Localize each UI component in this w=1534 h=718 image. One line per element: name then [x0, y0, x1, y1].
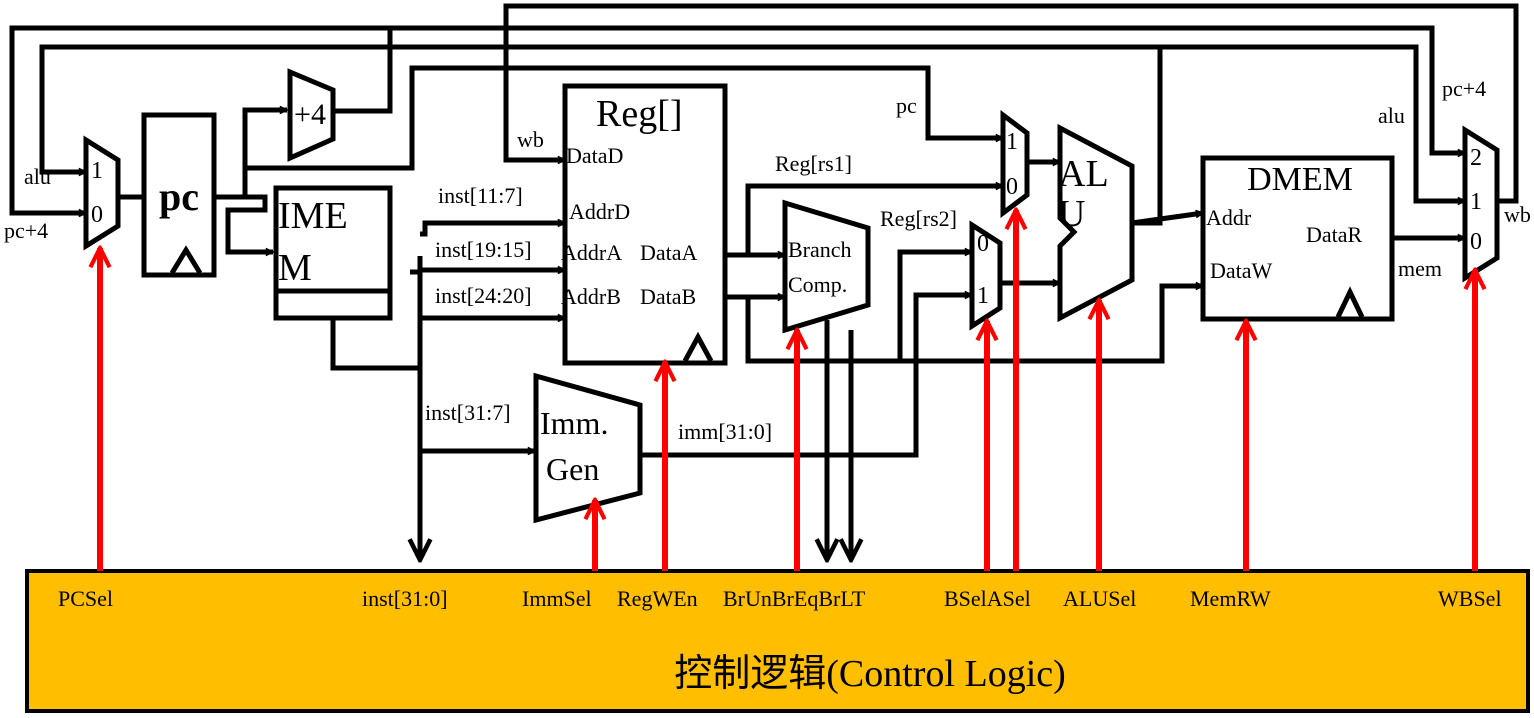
asel-input-1: 1 [1006, 129, 1018, 155]
signal-inst-19-15: inst[19:15] [435, 237, 532, 262]
label-wbsel: WBSel [1438, 586, 1502, 611]
imem-label-line2: M [278, 247, 312, 289]
signal-alu-left: alu [24, 164, 51, 189]
wbsel-mux [1462, 125, 1500, 283]
port-dmem-dataW: DataW [1210, 258, 1273, 283]
bsel-mux [969, 220, 1003, 331]
label-regwen: RegWEn [617, 586, 698, 611]
signal-imm-31-0: imm[31:0] [678, 419, 772, 444]
pcsel-input-1: 1 [91, 158, 103, 184]
port-dataA: DataA [640, 240, 698, 265]
imem-label-line1: IME [278, 195, 348, 237]
port-dataB: DataB [640, 284, 696, 309]
signal-inst-11-7: inst[11:7] [438, 183, 523, 208]
control-wires [100, 210, 1475, 571]
pc-clock-icon [169, 245, 203, 275]
port-dmem-dataR: DataR [1306, 222, 1363, 247]
signal-pc4-right: pc+4 [1442, 76, 1486, 101]
signal-wb-right: wb [1504, 202, 1531, 227]
asel-mux [1000, 110, 1030, 218]
label-memrw: MemRW [1190, 586, 1271, 611]
alu-label-line2: U [1058, 193, 1085, 235]
signal-wb-top: wb [517, 127, 544, 152]
port-addrB: AddrB [561, 284, 621, 309]
wbsel-input-1: 1 [1470, 189, 1482, 215]
pc-label: pc [159, 174, 199, 219]
branch-label-line2: Comp. [788, 272, 847, 297]
pcsel-mux [83, 135, 121, 251]
signal-reg-rs2: Reg[rs2] [880, 206, 957, 231]
port-addrA: AddrA [561, 240, 622, 265]
dmem-block [1200, 155, 1395, 322]
label-bsel-asel: BSelASel [944, 586, 1031, 611]
signal-reg-rs1: Reg[rs1] [775, 151, 852, 176]
port-dataD: DataD [566, 143, 623, 168]
control-logic-box [25, 569, 1530, 713]
alu-label-line1: AL [1058, 153, 1109, 195]
alu-block [1057, 123, 1135, 323]
immgen-label-line1: Imm. [540, 405, 608, 441]
dmem-clock-icon [1335, 286, 1365, 319]
label-immsel: ImmSel [522, 586, 592, 611]
signal-inst-31-7: inst[31:7] [425, 400, 511, 425]
datapath-wires [9, 3, 1519, 560]
regfile-clock-icon [682, 331, 714, 363]
plus4-label: +4 [294, 98, 326, 131]
signal-pc-asel: pc [896, 93, 917, 118]
label-inst-31-0: inst[31:0] [362, 586, 448, 611]
label-pcsel: PCSel [58, 586, 113, 611]
register-file [562, 83, 728, 366]
branch-comparator [782, 199, 871, 334]
label-alusel: ALUSel [1063, 586, 1136, 611]
immgen-label-line2: Gen [546, 451, 599, 487]
wbsel-input-0: 0 [1470, 229, 1482, 255]
regfile-label: Reg[] [596, 93, 683, 135]
bsel-input-0: 0 [977, 231, 989, 257]
label-brun-breq-brlt: BrUnBrEqBrLT [723, 586, 866, 611]
pcsel-input-0: 0 [91, 202, 103, 228]
control-logic-title: 控制逻辑(Control Logic) [674, 653, 1066, 695]
wbsel-input-2: 2 [1470, 145, 1482, 171]
port-dmem-addr: Addr [1206, 205, 1252, 230]
port-addrD: AddrD [569, 199, 630, 224]
branch-label-line1: Branch [788, 237, 852, 262]
signal-inst-24-20: inst[24:20] [435, 283, 532, 308]
pc-register [141, 112, 217, 278]
signal-alu-right: alu [1378, 103, 1405, 128]
signal-mem: mem [1398, 256, 1442, 281]
bsel-input-1: 1 [977, 283, 989, 309]
plus4-adder [287, 68, 336, 162]
asel-input-0: 0 [1006, 174, 1018, 200]
dmem-label: DMEM [1247, 161, 1353, 198]
imem-block [273, 185, 393, 321]
immgen-block [533, 372, 643, 524]
signal-pc4-left: pc+4 [4, 218, 48, 243]
